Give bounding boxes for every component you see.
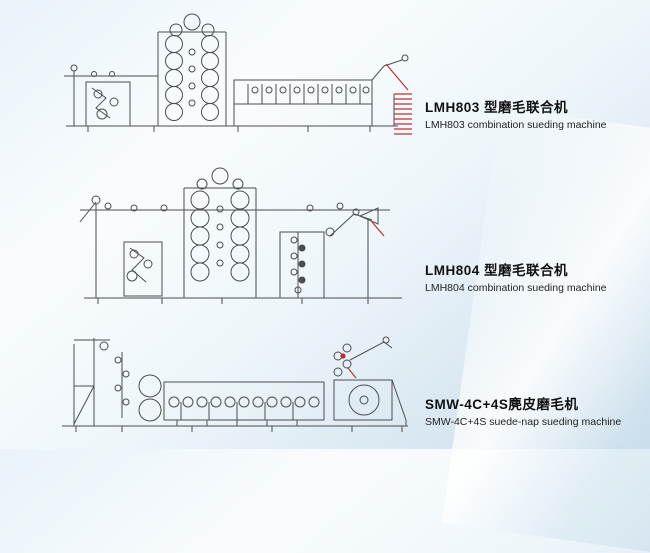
- smw4c4s-schematic-drawing: [52, 326, 417, 440]
- background-highlight: [441, 106, 650, 553]
- machine-figure-smw4c4s: [52, 326, 417, 440]
- machine-label-lmh803: LMH803 型磨毛联合机 LMH803 combination sueding…: [425, 100, 643, 132]
- machine-label-smw4c4s: SMW-4C+4S麂皮磨毛机 SMW-4C+4S suede-nap suedi…: [425, 397, 643, 429]
- machine-title-en: LMH803 combination sueding machine: [425, 119, 607, 132]
- lmh803-red-plaiter: [386, 64, 412, 134]
- machine-title-cn: SMW-4C+4S麂皮磨毛机: [425, 397, 579, 412]
- lmh804-schematic-drawing: [72, 158, 417, 310]
- machine-figure-lmh804: [72, 158, 417, 310]
- machine-label-lmh804: LMH804 型磨毛联合机 LMH804 combination sueding…: [425, 263, 643, 295]
- lmh803-schematic-drawing: [58, 8, 420, 152]
- machine-figure-lmh803: [58, 8, 420, 152]
- machine-title-cn: LMH803 型磨毛联合机: [425, 100, 569, 115]
- smw-red-detail: [341, 354, 356, 378]
- lmh804-red-detail: [372, 222, 384, 236]
- machine-title-en: SMW-4C+4S suede-nap sueding machine: [425, 416, 622, 429]
- machine-title-cn: LMH804 型磨毛联合机: [425, 263, 569, 278]
- machine-title-en: LMH804 combination sueding machine: [425, 282, 607, 295]
